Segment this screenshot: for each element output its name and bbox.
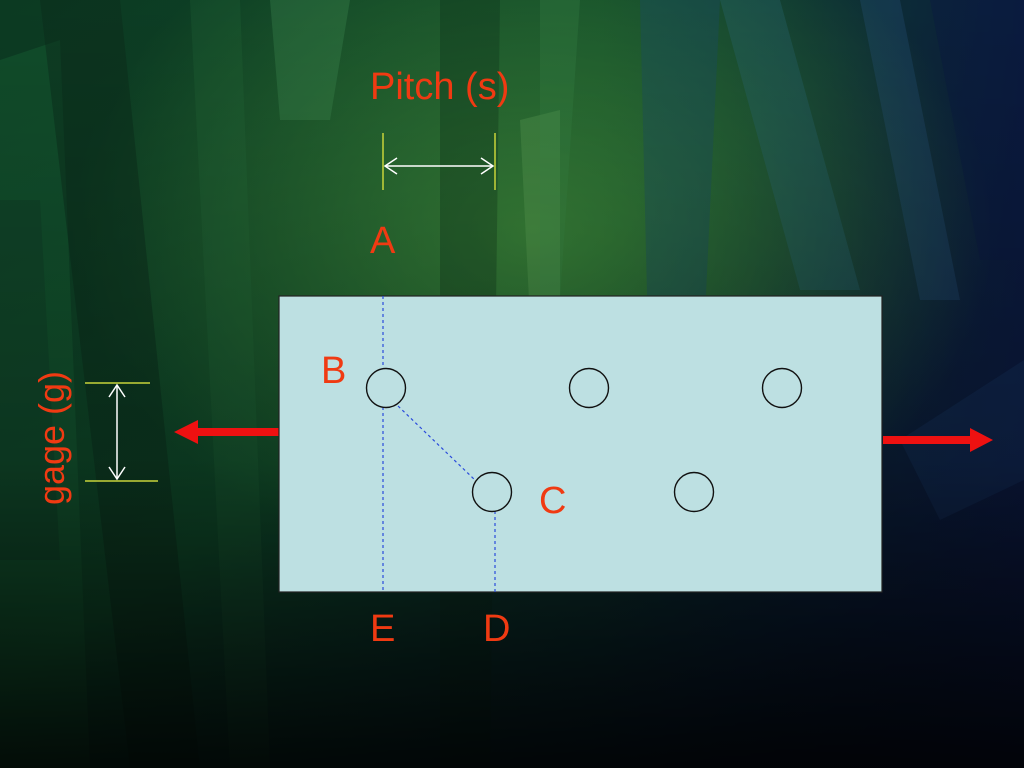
point-label-d: D <box>483 608 511 650</box>
bolt-hole <box>568 367 610 409</box>
steel-plate <box>278 295 883 593</box>
pitch-dimension-arrow <box>383 157 495 175</box>
arrow-right-icon <box>883 428 993 452</box>
gage-dimension-arrow <box>108 383 126 481</box>
point-label-e: E <box>370 608 396 650</box>
pitch-label: Pitch (s) <box>370 66 510 108</box>
bolt-hole <box>761 367 803 409</box>
point-label-c: C <box>539 480 567 522</box>
point-label-b: B <box>321 350 347 392</box>
bolt-hole-c <box>471 471 513 513</box>
point-label-a: A <box>370 220 396 262</box>
arrow-left-icon <box>174 420 279 444</box>
bolt-hole-b <box>365 367 407 409</box>
bolt-hole <box>673 471 715 513</box>
gage-label: gage (g) <box>31 370 72 506</box>
failure-path-line-b-c <box>397 405 477 482</box>
